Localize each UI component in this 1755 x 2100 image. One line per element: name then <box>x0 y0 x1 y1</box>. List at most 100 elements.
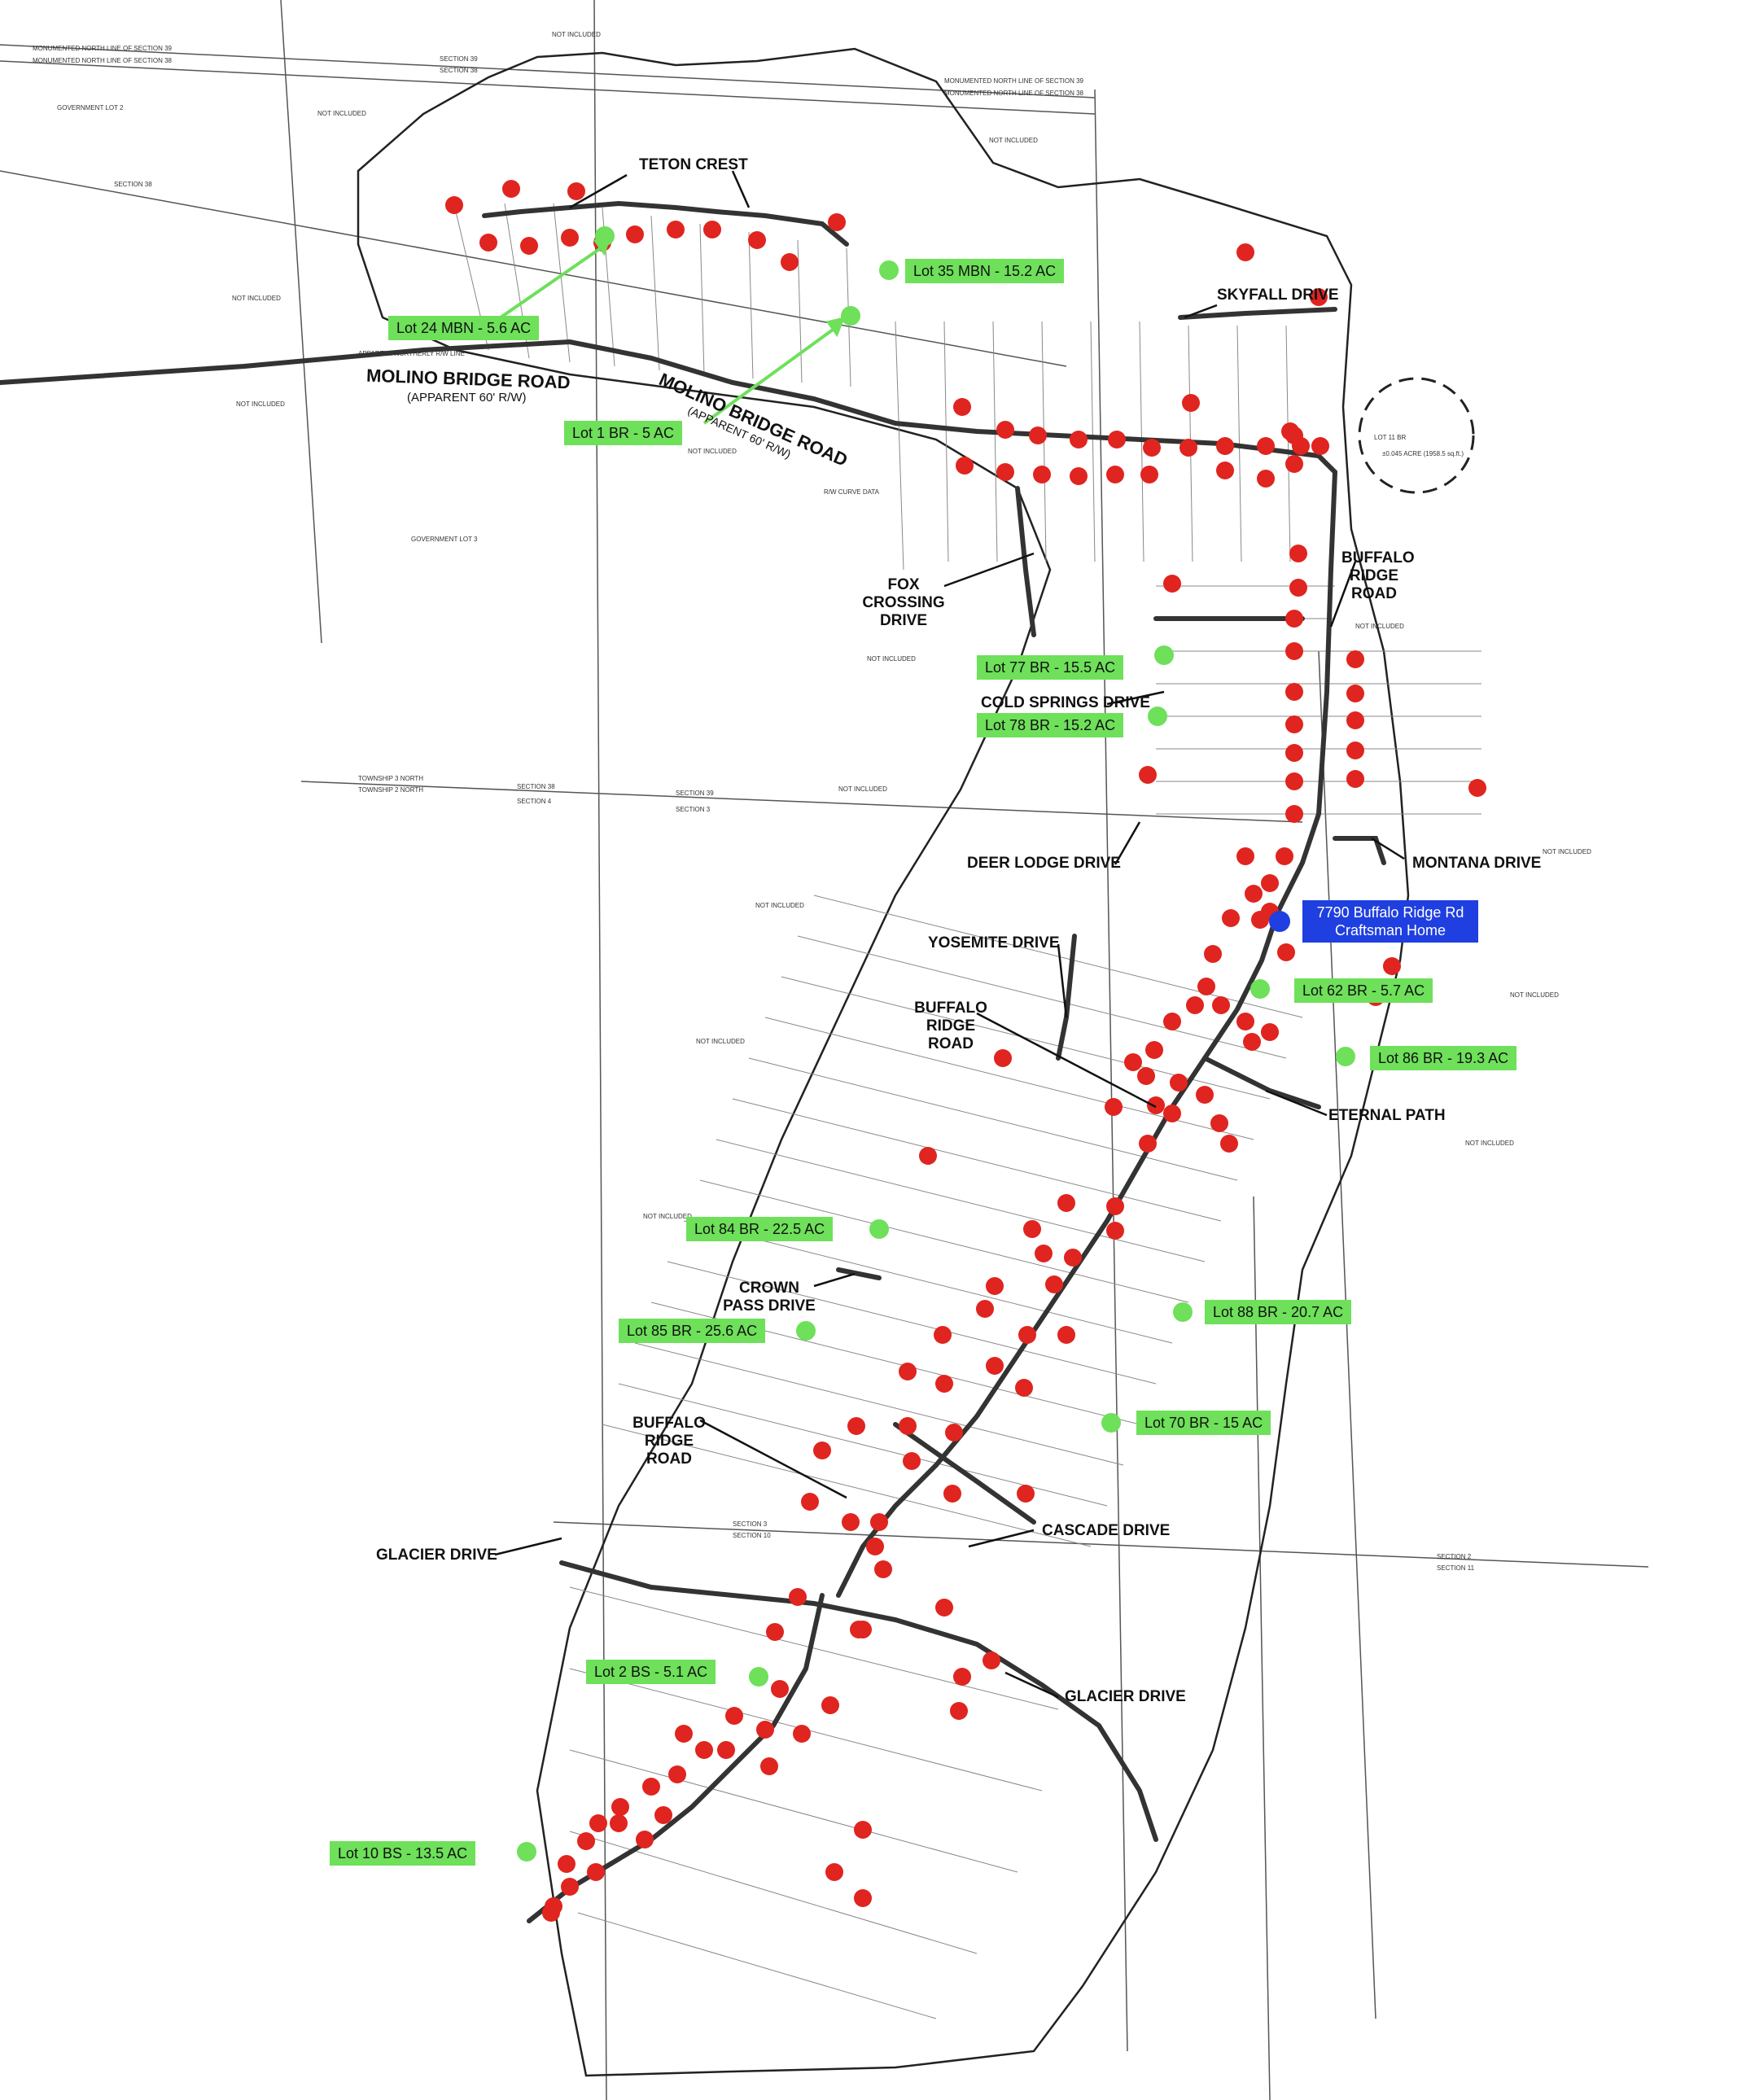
available-lot-marker[interactable] <box>879 260 899 280</box>
available-lot-marker[interactable] <box>749 1667 768 1687</box>
section-38-label: SECTION 38 <box>517 783 555 790</box>
lot-11-br-inset-acres: ±0.045 ACRE (1958.5 sq.ft.) <box>1382 450 1464 457</box>
callout-lot-35-mbn[interactable]: Lot 35 MBN - 15.2 AC <box>905 259 1065 283</box>
sold-lot-marker <box>945 1424 963 1442</box>
sold-lot-marker <box>935 1599 953 1617</box>
not-included-label: NOT INCLUDED <box>552 31 601 38</box>
section-39-label: SECTION 39 <box>440 55 478 63</box>
callout-lot-88-br[interactable]: Lot 88 BR - 20.7 AC <box>1205 1300 1352 1324</box>
home-callout-7790-buffalo-ridge[interactable]: 7790 Buffalo Ridge Rd Craftsman Home <box>1302 900 1478 943</box>
lot-11-br-inset-label: LOT 11 BR <box>1374 434 1407 441</box>
sold-lot-marker <box>626 225 644 243</box>
sold-lot-marker <box>1276 847 1293 865</box>
sold-lot-marker <box>1285 455 1303 473</box>
subdivision-boundary <box>357 47 1410 2077</box>
available-lot-marker[interactable] <box>1173 1302 1193 1322</box>
available-lot-marker[interactable] <box>1336 1047 1355 1066</box>
sold-lot-marker <box>1468 779 1486 797</box>
sold-lot-marker <box>1163 1105 1181 1122</box>
callout-lot-62-br[interactable]: Lot 62 BR - 5.7 AC <box>1294 978 1433 1003</box>
callout-lot-86-br[interactable]: Lot 86 BR - 19.3 AC <box>1370 1046 1517 1070</box>
sold-lot-marker <box>1163 1013 1181 1030</box>
callout-lot-77-br[interactable]: Lot 77 BR - 15.5 AC <box>977 655 1124 680</box>
sold-lot-marker <box>976 1300 994 1318</box>
sold-lot-marker <box>1045 1275 1063 1293</box>
sold-lot-marker <box>610 1814 628 1832</box>
sold-lot-marker <box>520 237 538 255</box>
sold-lot-marker <box>1106 1197 1124 1215</box>
not-included-label: NOT INCLUDED <box>755 902 804 909</box>
teton-crest-label: TETON CREST <box>639 156 748 173</box>
callout-lot-24-mbn[interactable]: Lot 24 MBN - 5.6 AC <box>388 316 540 340</box>
available-lot-marker[interactable] <box>1148 707 1167 726</box>
sold-lot-marker <box>953 398 971 416</box>
callout-lot-1-br[interactable]: Lot 1 BR - 5 AC <box>564 421 683 445</box>
fox-crossing-drive-road <box>1015 486 1036 637</box>
available-lot-marker[interactable] <box>1154 645 1174 665</box>
available-lot-marker[interactable] <box>869 1219 889 1239</box>
available-lot-marker[interactable] <box>841 306 860 326</box>
sold-lot-marker <box>1139 1135 1157 1153</box>
monumented-north-line-38: MONUMENTED NORTH LINE OF SECTION 38 <box>33 57 172 64</box>
eternal-path-road <box>1202 1056 1321 1109</box>
sold-lot-marker <box>1289 545 1307 562</box>
not-included-label: NOT INCLUDED <box>1510 991 1559 999</box>
sold-lot-marker <box>668 1765 686 1783</box>
sold-lot-marker <box>667 221 685 238</box>
sold-lot-marker <box>847 1417 865 1435</box>
callout-lot-84-br[interactable]: Lot 84 BR - 22.5 AC <box>686 1217 834 1241</box>
callout-lot-78-br[interactable]: Lot 78 BR - 15.2 AC <box>977 713 1124 737</box>
section-3-label: SECTION 3 <box>733 1520 768 1528</box>
sold-lot-marker <box>1018 1326 1036 1344</box>
sold-lot-marker <box>854 1621 872 1638</box>
not-included-label: NOT INCLUDED <box>643 1213 692 1220</box>
not-included-label: NOT INCLUDED <box>989 137 1038 144</box>
sold-lot-marker <box>1236 243 1254 261</box>
sold-lot-marker <box>1257 437 1275 455</box>
home-callout-address: 7790 Buffalo Ridge Rd <box>1316 904 1464 921</box>
not-included-label: NOT INCLUDED <box>236 400 285 408</box>
available-lot-marker[interactable] <box>517 1842 536 1862</box>
sold-lot-marker <box>1346 650 1364 668</box>
home-callout-type: Craftsman Home <box>1334 922 1446 938</box>
sold-lot-marker <box>1310 288 1328 306</box>
crown-pass-drive-road <box>836 1267 882 1280</box>
sold-lot-marker <box>1285 427 1303 444</box>
available-lot-marker[interactable] <box>796 1321 816 1341</box>
sold-lot-marker <box>899 1363 917 1380</box>
sold-lot-marker <box>756 1721 774 1739</box>
sold-lot-marker <box>825 1863 843 1881</box>
available-lot-marker[interactable] <box>1101 1413 1121 1433</box>
sold-lot-marker <box>1170 1074 1188 1092</box>
sold-lot-marker <box>996 421 1014 439</box>
cascade-drive-label: CASCADE DRIVE <box>1042 1522 1171 1539</box>
sold-lot-marker <box>1179 439 1197 457</box>
monumented-north-line-39: MONUMENTED NORTH LINE OF SECTION 39 <box>944 77 1083 85</box>
section-11-label: SECTION 11 <box>1437 1564 1475 1572</box>
apparent-rw-line-label: APPARENT NORTHERLY R/W LINE <box>358 350 465 357</box>
callout-lot-2-bs[interactable]: Lot 2 BS - 5.1 AC <box>586 1660 716 1684</box>
not-included-label: NOT INCLUDED <box>1543 848 1591 855</box>
callout-lot-85-br[interactable]: Lot 85 BR - 25.6 AC <box>619 1319 766 1343</box>
callout-lot-10-bs[interactable]: Lot 10 BS - 13.5 AC <box>330 1841 476 1866</box>
sold-lot-marker <box>934 1326 952 1344</box>
sold-lot-marker <box>642 1778 660 1796</box>
sold-lot-marker <box>1057 1326 1075 1344</box>
sold-lot-marker <box>1057 1194 1075 1212</box>
sold-lot-marker <box>771 1680 789 1698</box>
sold-lot-marker <box>1261 874 1279 892</box>
sold-lot-marker <box>445 196 463 214</box>
callout-lot-70-br[interactable]: Lot 70 BR - 15 AC <box>1136 1411 1271 1435</box>
sold-lot-marker <box>1210 1114 1228 1132</box>
sold-lot-marker <box>1033 466 1051 483</box>
sold-lot-marker <box>1245 885 1263 903</box>
montana-drive-label: MONTANA DRIVE <box>1412 855 1542 872</box>
sold-lot-marker <box>943 1485 961 1503</box>
not-included-label: NOT INCLUDED <box>688 448 737 455</box>
sold-lot-marker <box>1285 610 1303 628</box>
sold-lot-marker <box>1261 1023 1279 1041</box>
available-lot-marker[interactable] <box>1250 979 1270 999</box>
sold-lot-marker <box>1197 978 1215 995</box>
